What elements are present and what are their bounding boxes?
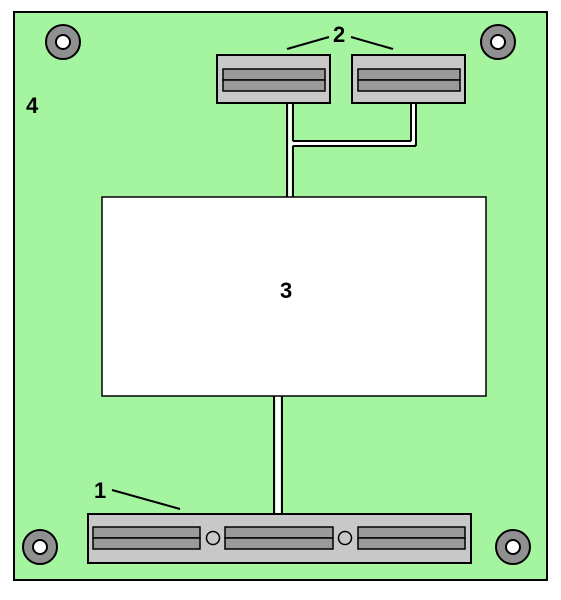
top-connector-left <box>216 54 331 104</box>
leader-line-1 <box>111 489 181 510</box>
callout-4: 4 <box>26 93 39 118</box>
mounting-hole-bottom-left <box>22 529 58 565</box>
bottom-connector <box>87 513 472 564</box>
mounting-hole-bottom-right <box>495 529 531 565</box>
top-trace <box>286 104 417 197</box>
leader-line-2-right <box>350 36 394 50</box>
callout-1: 1 <box>94 478 106 503</box>
top-connector-right <box>351 54 466 104</box>
processor-block <box>101 196 487 397</box>
bottom-trace <box>273 396 283 514</box>
callout-3: 3 <box>280 278 292 303</box>
mounting-hole-top-left <box>45 24 81 60</box>
mounting-hole-top-right <box>480 24 516 60</box>
callout-2: 2 <box>333 22 345 47</box>
leader-line-2-left <box>286 36 330 50</box>
